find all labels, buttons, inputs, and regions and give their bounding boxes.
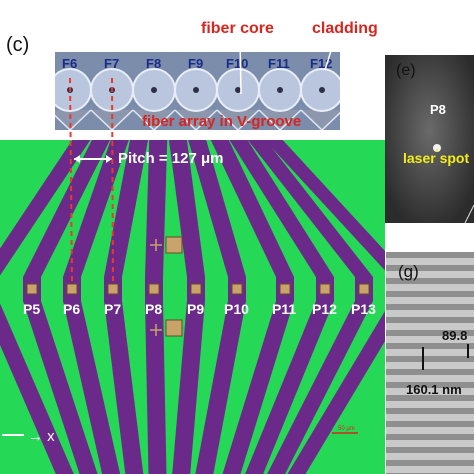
grating-line: [386, 421, 474, 427]
laser-spot-drawing: [385, 55, 474, 223]
grating-line: [386, 252, 474, 258]
v-groove: [216, 109, 260, 130]
v-groove: [300, 109, 340, 130]
grating-line: [386, 330, 474, 336]
panel-e-background: [385, 55, 474, 223]
fiber-label: F10: [226, 56, 249, 71]
grating-line: [386, 265, 474, 271]
grating-pad: [148, 283, 160, 295]
grating-line: [386, 382, 474, 388]
panel-c-label: (c): [6, 34, 30, 56]
cladding-label: cladding: [312, 20, 378, 37]
waveguide-stripe: [229, 140, 334, 474]
v-groove: [132, 109, 176, 130]
waveguide-stripe: [168, 140, 205, 474]
fiber-core: [277, 87, 283, 93]
grating-pad: [107, 283, 119, 295]
fiber-core: [109, 87, 115, 93]
grating-line: [386, 356, 474, 362]
waveguide-stripe: [104, 140, 149, 474]
panel-g-label: (g): [398, 262, 419, 281]
grating-line: [386, 317, 474, 323]
fiber-label: F6: [62, 56, 78, 71]
waveguide-micrograph: P5 P6 P7 P8 P9 P10 P11 P12 P13: [0, 140, 385, 474]
pad-label: P7: [104, 301, 122, 317]
grating-drawing: [386, 252, 474, 474]
grating-line: [386, 278, 474, 284]
fiber-core: [67, 87, 73, 93]
fiber-core: [193, 87, 199, 93]
grating-line: [386, 408, 474, 414]
fiber-label: F12: [310, 56, 333, 71]
waveguide-stripe: [188, 140, 246, 474]
grating-line: [386, 369, 474, 375]
alignment-pad: [165, 319, 183, 337]
pad-label: P5: [23, 301, 41, 317]
grating-pad: [231, 283, 243, 295]
grating-line: [386, 343, 474, 349]
waveguide-drawing: [0, 140, 385, 474]
x-axis-label: → x: [28, 428, 55, 445]
pad-label: P13: [351, 301, 376, 317]
pad-label: P6: [63, 301, 81, 317]
v-groove: [55, 109, 92, 130]
grating-pad: [190, 283, 202, 295]
scale-bar-label: 50 μm: [338, 426, 355, 432]
laser-spot-image: [385, 55, 474, 223]
fiber-array-label: fiber array in V-groove: [142, 113, 302, 130]
fiber-core: [151, 87, 157, 93]
grating-sem-image: [386, 252, 474, 474]
fiber-core: [319, 87, 325, 93]
waveguide-stripe: [210, 140, 294, 474]
grating-line: [386, 291, 474, 297]
alignment-pad: [165, 236, 183, 254]
fiber-array-image: F6 F7 F8 F9 F10 F11 F12: [55, 52, 340, 130]
panel-e-edge: [464, 204, 474, 223]
waveguide-stripe: [145, 140, 168, 474]
waveguide-stripe: [23, 140, 110, 474]
v-groove: [90, 109, 134, 130]
grating-measure-2: 160.1 nm: [406, 382, 462, 397]
waveguide-stripe: [0, 140, 91, 474]
alignment-cross: [150, 239, 162, 251]
grating-line: [386, 447, 474, 453]
pad-label: P8: [145, 301, 163, 317]
grating-line: [386, 395, 474, 401]
pitch-arrowhead: [74, 155, 80, 163]
fiber-core-label: fiber core: [201, 20, 274, 37]
pad-label: P12: [312, 301, 337, 317]
v-groove: [258, 109, 302, 130]
grating-line: [386, 434, 474, 440]
fiber-core: [235, 87, 241, 93]
fiber-label: F8: [146, 56, 162, 71]
pitch-label: Pitch = 127 μm: [118, 150, 224, 167]
pad-label: P10: [224, 301, 249, 317]
grating-pad: [26, 283, 38, 295]
alignment-cross: [150, 324, 162, 336]
waveguide-stripe: [264, 140, 385, 474]
grating-measure-1: 89.8: [442, 328, 468, 343]
fiber-label: F11: [268, 56, 290, 71]
laser-spot-label: laser spot: [403, 150, 470, 166]
grating-pad: [66, 283, 78, 295]
fiber-label: F7: [104, 56, 120, 71]
x-axis-text: x: [47, 428, 55, 445]
waveguide-stripe: [63, 140, 129, 474]
grating-line: [386, 460, 474, 466]
pitch-arrowhead: [106, 155, 112, 163]
waveguide-stripe: [247, 140, 373, 474]
grating-pad: [358, 283, 370, 295]
grating-pad: [279, 283, 291, 295]
pad-label: P11: [272, 301, 297, 317]
fiber-label: F9: [188, 56, 204, 71]
p8-label: P8: [430, 102, 446, 117]
laser-spot-dot: [433, 144, 441, 152]
v-groove: [174, 109, 218, 130]
panel-e-label: (e): [396, 62, 416, 79]
grating-line: [386, 304, 474, 310]
grating-pad: [319, 283, 331, 295]
pad-label: P9: [187, 301, 205, 317]
